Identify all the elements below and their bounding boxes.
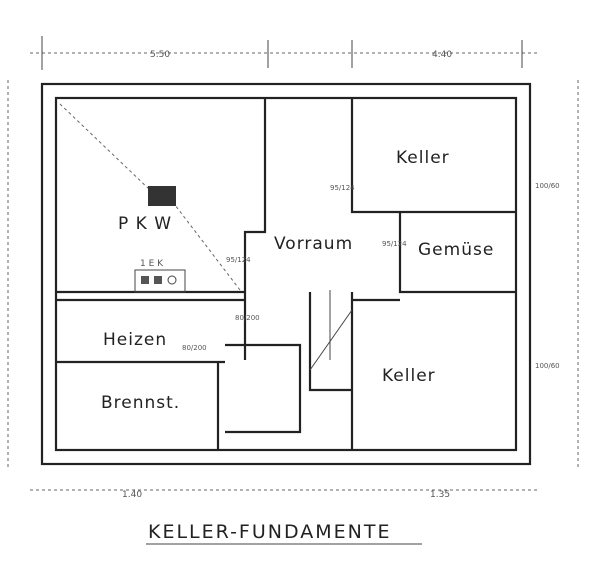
dimension-top-left: 5.50 — [150, 50, 170, 60]
opening-label: 80/200 — [235, 314, 260, 322]
garage-drain — [59, 103, 241, 291]
opening-label: 95/124 — [382, 240, 407, 248]
opening-label: 80/200 — [182, 344, 207, 352]
dimension-lines — [7, 36, 579, 491]
drawing-title: KELLER-FUNDAMENTE — [148, 521, 392, 543]
opening-label: 95/124 — [330, 184, 355, 192]
room-heizen: Heizen — [103, 330, 167, 350]
room-keller-bottom: Keller — [382, 366, 436, 386]
opening-label: 100/60 — [535, 362, 560, 370]
opening-label: 100/60 — [535, 182, 560, 190]
room-pkw: P K W — [118, 214, 172, 234]
room-vorraum: Vorraum — [274, 234, 353, 254]
fixture-label: 1 E K — [140, 259, 164, 269]
opening-label: 95/124 — [226, 256, 251, 264]
room-keller-top: Keller — [396, 148, 450, 168]
room-brennst: Brennst. — [101, 393, 180, 413]
dimension-top-right: 4.40 — [432, 50, 452, 60]
room-gemuese: Gemüse — [418, 240, 494, 260]
dimension-bottom-left: 1.40 — [122, 490, 142, 500]
meter-box — [134, 269, 186, 293]
dimension-bottom-mid: 1.35 — [430, 490, 450, 500]
